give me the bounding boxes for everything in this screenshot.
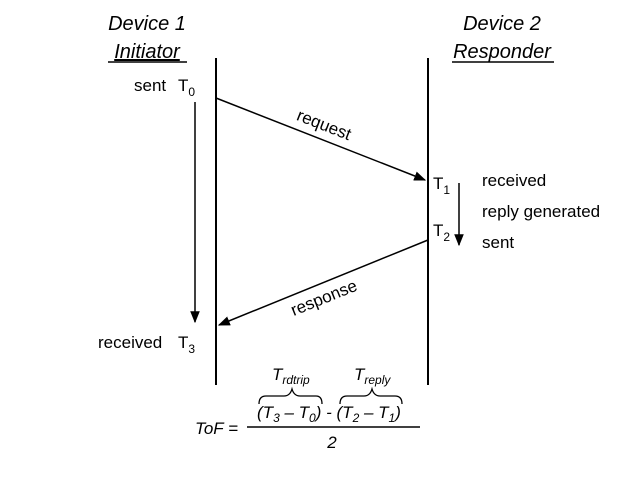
t-rdtrip-label: Trdtrip xyxy=(272,365,310,387)
tof-lhs: ToF = xyxy=(195,419,238,438)
device2-name: Device 2 xyxy=(463,13,541,35)
received-right-label: received xyxy=(482,171,546,190)
reply-brace xyxy=(339,386,403,405)
device1-role: Initiator xyxy=(114,41,181,63)
device2-role: Responder xyxy=(453,41,552,63)
received-left-label: received xyxy=(98,333,162,352)
t3-label: T3 xyxy=(178,333,195,356)
sent-label: sent xyxy=(134,76,166,95)
t0-label: T0 xyxy=(178,76,195,99)
formula-denominator: 2 xyxy=(326,433,337,452)
rdtrip-brace xyxy=(258,386,323,405)
sent-right-label: sent xyxy=(482,233,514,252)
t1-label: T1 xyxy=(433,174,450,197)
device1-name: Device 1 xyxy=(108,13,186,35)
request-arrow xyxy=(215,97,427,181)
request-label: request xyxy=(294,106,354,144)
t2-label: T2 xyxy=(433,221,450,244)
reply-generated-label: reply generated xyxy=(482,202,600,221)
response-arrow xyxy=(217,239,429,326)
t-reply-label: Treply xyxy=(354,365,391,387)
formula-numerator: (T3 – T0) - (T2 – T1) xyxy=(257,403,401,425)
